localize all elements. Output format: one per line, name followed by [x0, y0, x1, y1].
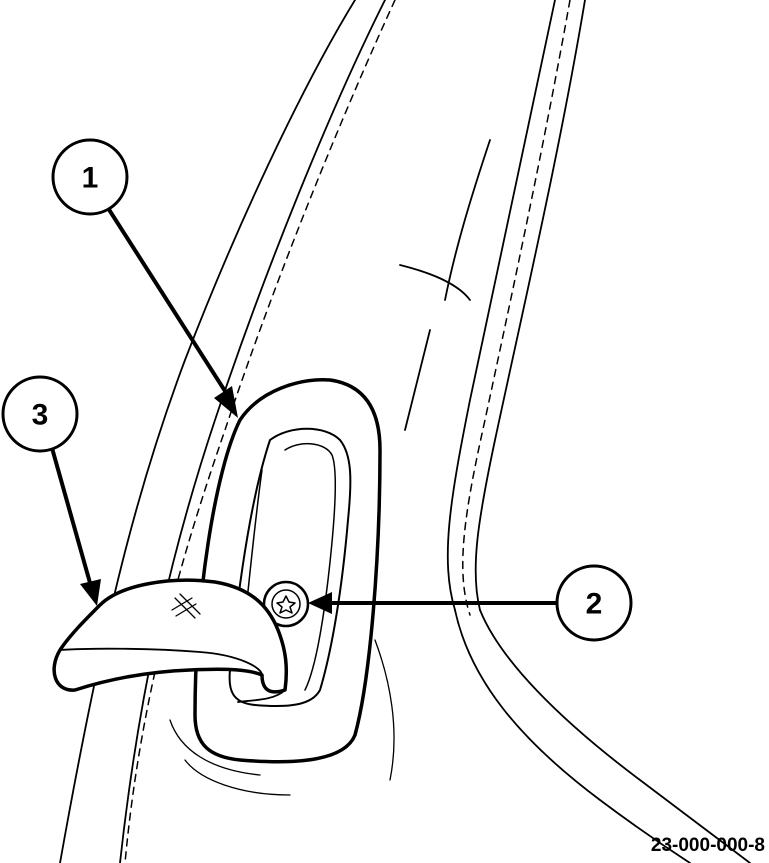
screw [262, 580, 310, 628]
handle-texture-marks [171, 593, 201, 619]
callout-3: 3 [1, 375, 101, 606]
callout-2: 2 [308, 564, 633, 642]
callout-2-label: 2 [586, 588, 603, 621]
handle-recess-inner [284, 443, 336, 691]
callout-3-label: 3 [32, 399, 49, 432]
figure-id: 23-000-000-8 [650, 835, 765, 856]
callout-1-label: 1 [82, 162, 99, 195]
pull-handle[interactable] [52, 578, 289, 694]
door-seam-dashed [124, 0, 571, 863]
shade-arcs [169, 639, 395, 796]
callout-1: 1 [51, 138, 238, 418]
door-frame-lines [59, 0, 751, 863]
